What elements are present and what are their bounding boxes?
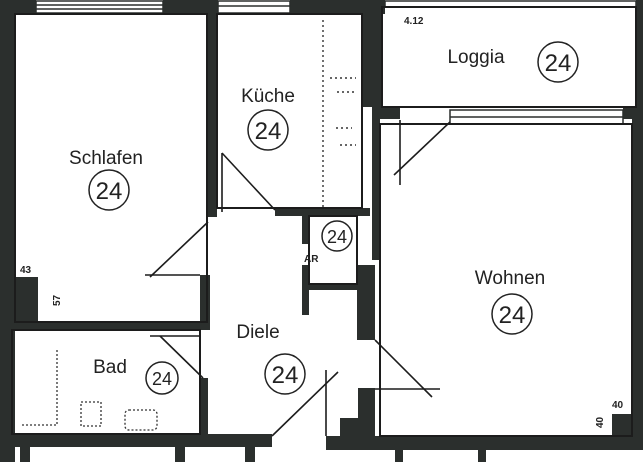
room-diele: Diele 24 — [236, 322, 306, 395]
door-schlafen — [149, 221, 209, 278]
wall-stub-d — [395, 448, 403, 462]
wall-stub-b — [175, 446, 185, 462]
wall-diele-foot — [340, 418, 375, 436]
room-loggia: Loggia 24 4.12 — [404, 16, 579, 83]
wall-schlafen-bad — [12, 322, 207, 330]
wall-bottom-right — [326, 436, 643, 450]
door-loggia — [393, 121, 451, 176]
room-kueche: Küche 24 — [241, 86, 295, 151]
room-wohnen: Wohnen 24 40 40 — [475, 268, 624, 428]
outline-kueche — [216, 13, 363, 209]
room-tag-diele: 24 — [272, 362, 299, 389]
room-abstellraum: 24 AR — [304, 220, 353, 265]
room-tag-bad: 24 — [152, 369, 172, 389]
room-tag-circle — [491, 293, 533, 335]
door-swings — [145, 120, 451, 437]
wall-kueche-bottom — [275, 208, 370, 216]
wall-stub-c — [245, 446, 255, 462]
wall-diele-wohnen — [357, 265, 375, 340]
wall-schlafen-kueche — [207, 12, 217, 217]
toilet-outline — [80, 401, 102, 427]
door-wohnen — [374, 339, 433, 398]
wall-kueche-loggia — [362, 12, 382, 107]
room-tag-wohnen: 24 — [499, 302, 526, 329]
outline-loggia — [381, 6, 637, 108]
wall-stub-e — [478, 448, 486, 462]
outline-bad — [11, 329, 201, 435]
room-bad: Bad 24 — [93, 357, 179, 395]
door-kueche — [221, 152, 276, 211]
wall-wohnen-right — [632, 110, 643, 445]
wall-ar-bottom — [302, 284, 357, 290]
room-tag-circle — [321, 220, 353, 252]
room-tag-ar: 24 — [327, 227, 347, 247]
room-tag-circle — [247, 109, 289, 151]
bath-fixtures — [20, 350, 158, 431]
room-label-kueche: Küche — [241, 86, 295, 107]
room-schlafen: Schlafen 24 — [69, 148, 143, 211]
wall-loggia-bottom-left — [380, 107, 400, 119]
dimension-loggia: 4.12 — [404, 16, 424, 27]
room-tag-loggia: 24 — [545, 50, 572, 77]
wall-bad-right — [200, 378, 208, 438]
room-label-ar: AR — [304, 254, 319, 265]
wall-top-mid — [163, 0, 218, 14]
kitchen-counter — [322, 20, 356, 208]
sink-outline — [124, 409, 158, 431]
wall-top-left — [0, 0, 36, 14]
room-label-loggia: Loggia — [447, 47, 504, 68]
wall-ar-left — [302, 214, 309, 244]
dimension-schlafen-b: 57 — [52, 294, 63, 306]
dimension-schlafen-a: 43 — [20, 265, 32, 276]
bathtub-outline — [20, 350, 58, 426]
room-tag-circle — [145, 361, 179, 395]
outline-ar — [308, 215, 358, 285]
wall-kueche-wohnen — [372, 100, 380, 260]
outline-wohnen — [379, 123, 633, 437]
room-tag-schlafen: 24 — [96, 178, 123, 205]
room-tag-circle — [88, 169, 130, 211]
room-outlines — [11, 6, 637, 437]
outline-schlafen — [14, 13, 208, 323]
wall-bottom-left — [0, 434, 272, 447]
door-bad — [159, 335, 204, 379]
room-tag-circle — [537, 41, 579, 83]
room-label-wohnen: Wohnen — [475, 268, 545, 289]
room-label-diele: Diele — [236, 322, 279, 343]
wall-top-kitchen-right — [290, 0, 385, 14]
room-tag-kueche: 24 — [255, 118, 282, 145]
schlafen-dimensions: 43 57 — [20, 265, 63, 306]
wall-schlafen-right-lower — [200, 275, 210, 330]
room-tag-circle — [264, 353, 306, 395]
room-label-schlafen: Schlafen — [69, 148, 143, 169]
wall-loggia-right — [636, 0, 643, 110]
dimension-wohnen-b: 40 — [595, 416, 606, 428]
wall-wohnen-corner — [612, 414, 643, 444]
room-label-bad: Bad — [93, 357, 127, 378]
wall-stub-a — [20, 446, 30, 462]
dimension-wohnen-a: 40 — [612, 400, 624, 411]
door-entrance — [271, 371, 339, 437]
wall-schlafen-corner — [0, 277, 38, 322]
